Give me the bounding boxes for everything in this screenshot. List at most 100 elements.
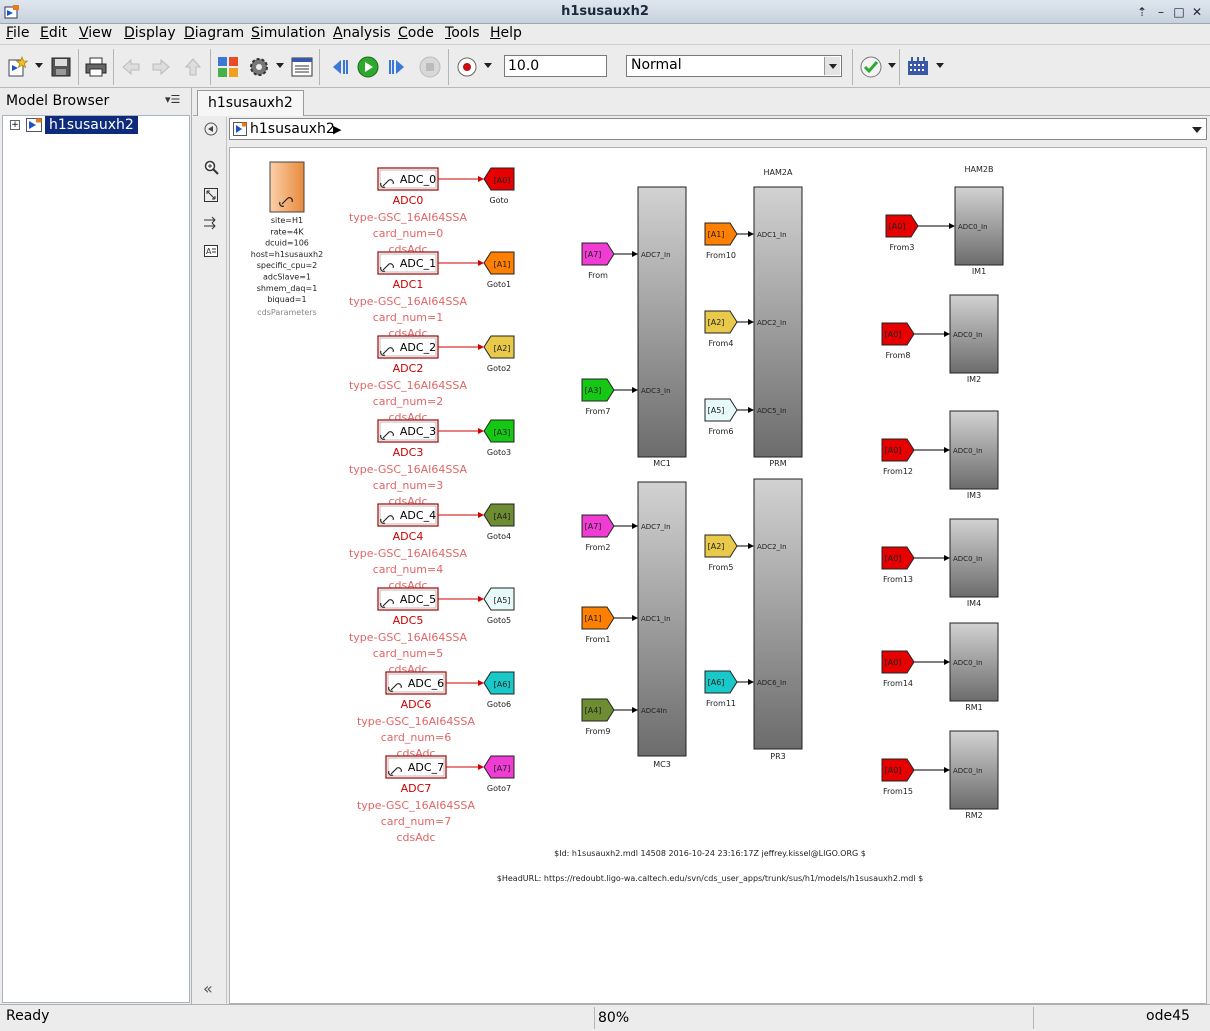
fit-to-view-icon[interactable]: [203, 187, 219, 203]
adc-port-label-5: ADC_5: [400, 593, 436, 606]
menu-help[interactable]: Help: [490, 25, 522, 41]
svn-id-annotation: $Id: h1susauxh2.mdl 14508 2016-10-24 23:…: [554, 849, 866, 858]
status-zoom[interactable]: 80%: [594, 1007, 1034, 1029]
address-dropdown-icon[interactable]: [1192, 127, 1202, 133]
from-tag-7-0[interactable]: [881, 546, 915, 570]
collapse-palette-icon[interactable]: «: [203, 979, 213, 998]
subsystem-mc1[interactable]: [637, 186, 687, 458]
goto-tag-3[interactable]: [483, 419, 515, 443]
goto-tag-4[interactable]: [483, 503, 515, 527]
window-close-icon[interactable]: ✕: [1191, 5, 1203, 19]
record-icon[interactable]: [455, 55, 479, 79]
step-forward-icon[interactable]: [386, 55, 410, 79]
param-line-6: shmem_daq=1: [257, 284, 318, 293]
goto-tag-6[interactable]: [483, 671, 515, 695]
menu-diagram[interactable]: Diagram: [184, 25, 245, 41]
subsystem-im4[interactable]: [949, 518, 999, 598]
menu-code[interactable]: Code: [398, 25, 434, 41]
goto-tag-0[interactable]: [483, 167, 515, 191]
new-model-dropdown-icon[interactable]: [35, 63, 43, 68]
window-up-icon[interactable]: ⇡: [1136, 5, 1148, 19]
menu-tools[interactable]: Tools: [445, 25, 480, 41]
simulation-mode-select[interactable]: Normal: [626, 55, 842, 77]
subsystem-im1[interactable]: [954, 186, 1004, 266]
model-tree-item-root[interactable]: h1susauxh2: [45, 116, 138, 134]
back-icon[interactable]: [119, 55, 143, 79]
subsystem-im2[interactable]: [949, 294, 999, 374]
annotation-icon[interactable]: A: [203, 243, 219, 259]
goto-tag-2[interactable]: [483, 335, 515, 359]
menu-file[interactable]: File: [6, 25, 30, 41]
from-tag-2-1[interactable]: [704, 310, 738, 334]
subsystem-group-4: HAM2B: [965, 165, 994, 174]
chevron-down-icon[interactable]: [824, 57, 840, 75]
adc-port-label-6: ADC_6: [408, 677, 444, 690]
up-to-parent-icon[interactable]: [181, 55, 205, 79]
save-icon[interactable]: [49, 55, 73, 79]
menu-analysis[interactable]: Analysis: [333, 25, 391, 41]
zoom-icon[interactable]: [203, 159, 219, 175]
subsystem-im3[interactable]: [949, 410, 999, 490]
stop-icon[interactable]: [418, 55, 442, 79]
from-tag-6-0[interactable]: [881, 438, 915, 462]
build-dropdown-icon[interactable]: [936, 63, 944, 68]
from-tag-2-2[interactable]: [704, 398, 738, 422]
menu-view[interactable]: View: [79, 25, 113, 41]
from-tag-2-0[interactable]: [704, 222, 738, 246]
from-tag-1-2[interactable]: [581, 698, 615, 722]
subsystem-name-3: PR3: [770, 752, 785, 761]
status-solver[interactable]: ode45: [1146, 1008, 1190, 1024]
goto-tag-7[interactable]: [483, 755, 515, 779]
from-name-9-0: From15: [883, 787, 913, 796]
from-tag-1-0[interactable]: [581, 514, 615, 538]
chevron-right-icon[interactable]: ▶: [333, 123, 342, 136]
from-tag-3-1[interactable]: [704, 670, 738, 694]
panel-menu-icon[interactable]: ▾☰: [165, 93, 181, 106]
from-tag-5-0[interactable]: [881, 322, 915, 346]
address-path[interactable]: h1susauxh2: [250, 121, 335, 137]
from-tag-0-1[interactable]: [581, 378, 615, 402]
run-icon[interactable]: [356, 55, 380, 79]
print-icon[interactable]: [84, 55, 108, 79]
new-model-icon[interactable]: [6, 55, 30, 79]
cds-parameters-block[interactable]: [269, 161, 305, 213]
hide-show-browser-icon[interactable]: [203, 121, 219, 137]
subsystem-rm2[interactable]: [949, 730, 999, 810]
subsystem-pr3[interactable]: [753, 478, 803, 750]
goto-tag-5[interactable]: [483, 587, 515, 611]
settings-gear-icon[interactable]: [247, 55, 271, 79]
from-tag-label-6-0: [A0]: [885, 446, 902, 455]
from-tag-3-0[interactable]: [704, 534, 738, 558]
library-browser-icon[interactable]: [216, 55, 240, 79]
expand-icon[interactable]: +: [10, 120, 20, 130]
stop-time-input[interactable]: [504, 55, 607, 77]
menu-edit[interactable]: Edit: [40, 25, 68, 41]
menu-simulation[interactable]: Simulation: [251, 25, 326, 41]
from-tag-4-0[interactable]: [885, 214, 919, 238]
from-tag-1-1[interactable]: [581, 606, 615, 630]
from-tag-8-0[interactable]: [881, 650, 915, 674]
check-model-icon[interactable]: [859, 55, 883, 79]
address-bar[interactable]: h1susauxh2 ▶: [229, 118, 1207, 140]
step-back-icon[interactable]: [327, 55, 351, 79]
subsystem-port-2-2: ADC5_In: [757, 407, 787, 415]
window-maximize-icon[interactable]: □: [1173, 5, 1185, 19]
window-minimize-icon[interactable]: –: [1158, 5, 1164, 19]
model-explorer-icon[interactable]: [290, 55, 314, 79]
goto-tag-1[interactable]: [483, 251, 515, 275]
from-tag-0-0[interactable]: [581, 242, 615, 266]
subsystem-rm1[interactable]: [949, 622, 999, 702]
goto-tag-label-1: [A1]: [494, 260, 511, 269]
menu-display[interactable]: Display: [124, 25, 176, 41]
check-model-dropdown-icon[interactable]: [888, 63, 896, 68]
subsystem-mc3[interactable]: [637, 481, 687, 757]
tab-h1susauxh2[interactable]: h1susauxh2: [197, 90, 304, 116]
settings-dropdown-icon[interactable]: [276, 63, 284, 68]
from-tag-9-0[interactable]: [881, 758, 915, 782]
record-dropdown-icon[interactable]: [484, 63, 492, 68]
build-model-icon[interactable]: [906, 55, 930, 79]
subsystem-prm[interactable]: [753, 186, 803, 458]
signal-routing-icon[interactable]: [203, 215, 219, 231]
forward-icon[interactable]: [149, 55, 173, 79]
